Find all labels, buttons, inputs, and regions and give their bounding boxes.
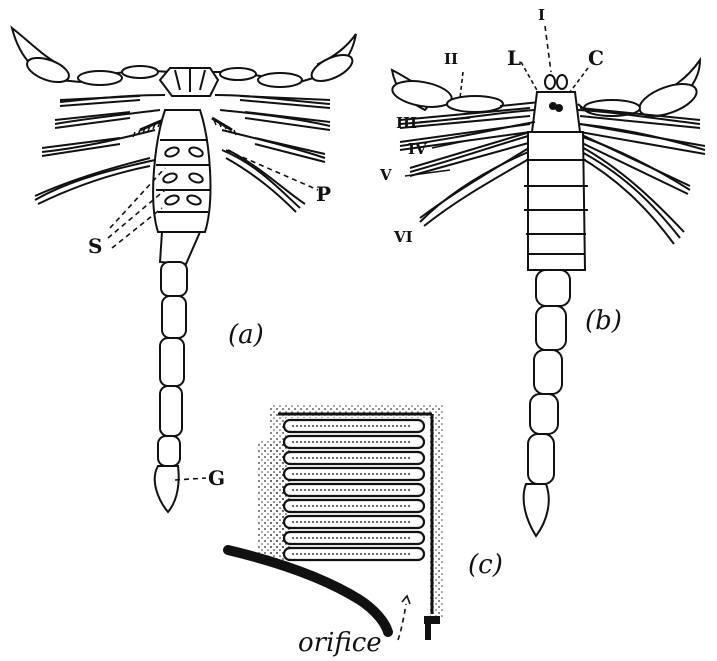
label-c: C: [588, 48, 604, 68]
label-vi: VI: [394, 230, 413, 245]
panel-label-b: (b): [585, 308, 622, 334]
label-iii: III: [396, 116, 417, 131]
label-ii: II: [444, 52, 458, 67]
label-g-gland: G: [208, 468, 225, 488]
panel-label-a: (a): [228, 322, 264, 348]
label-p-pectines: P: [316, 184, 331, 204]
label-orifice: orifice: [298, 630, 382, 656]
label-v: V: [380, 168, 392, 183]
panel-label-c: (c): [468, 552, 503, 578]
label-iv: IV: [408, 142, 427, 157]
label-l: L: [507, 48, 521, 68]
book-lung: [228, 404, 444, 640]
label-i: I: [538, 8, 545, 23]
label-s-stigmata: S: [88, 236, 102, 256]
